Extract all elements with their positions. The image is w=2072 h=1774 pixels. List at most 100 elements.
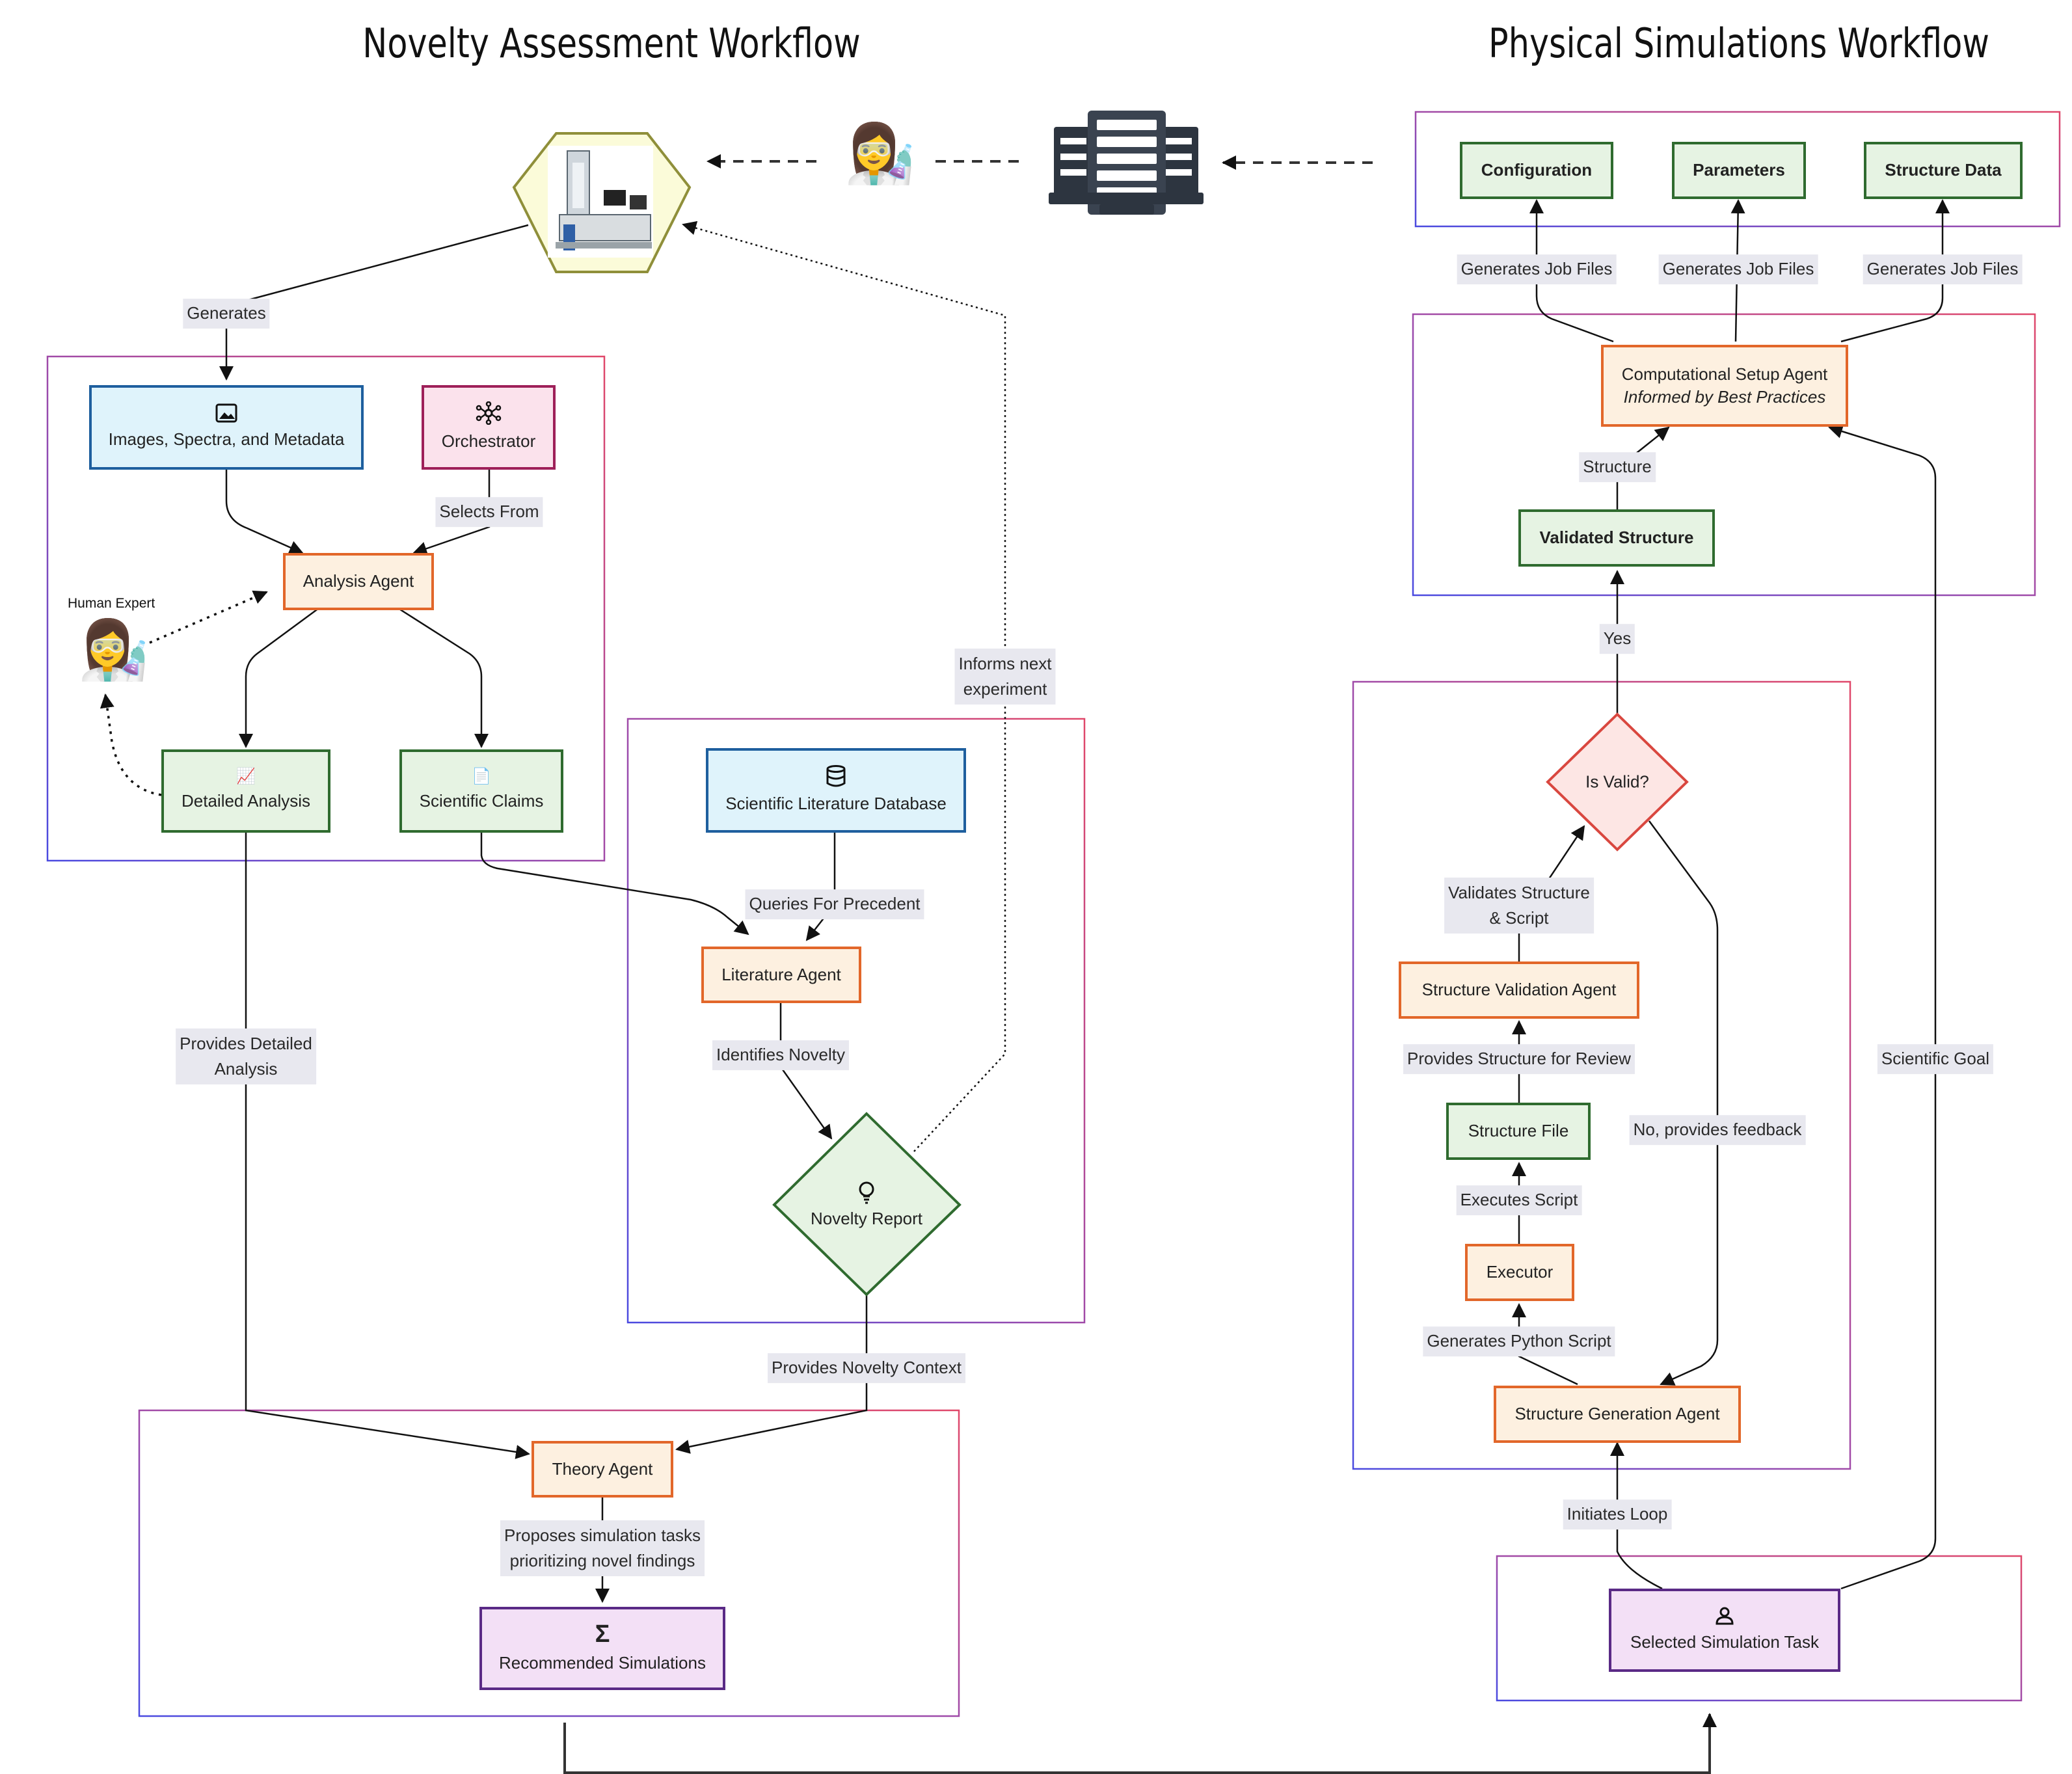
scientific-claims-label: Scientific Claims [419,791,544,811]
structure-file-node[interactable]: Structure File [1446,1103,1591,1160]
edge-isvalid-no-feedback [1648,820,1719,1386]
edge-claims-to-literature [480,831,749,935]
executor-label: Executor [1486,1262,1554,1282]
label-yes: Yes [1599,624,1635,654]
label-provides-structure-for-review: Provides Structure for Review [1403,1044,1635,1074]
theory-agent-node[interactable]: Theory Agent [531,1441,673,1498]
title-novelty-assessment: Novelty Assessment Workflow [362,20,861,67]
configuration-node[interactable]: Configuration [1460,142,1613,199]
edge-literature-to-novelty [779,1003,833,1140]
structure-data-node[interactable]: Structure Data [1864,142,2023,199]
scientist-emoji: 👩‍🔬 [844,121,916,185]
executor-node[interactable]: Executor [1465,1244,1574,1301]
line-chart-icon: 📈 [236,768,256,786]
label-initiates-loop: Initiates Loop [1563,1499,1672,1529]
label-generates-job-files-1: Generates Job Files [1457,254,1617,284]
orchestrator-label: Orchestrator [441,431,536,451]
structure-generation-agent-node[interactable]: Structure Generation Agent [1494,1386,1741,1443]
edge-setup-to-configuration [1529,199,1614,343]
detailed-analysis-label: Detailed Analysis [182,791,310,811]
edge-novelty-to-theory [675,1295,868,1454]
images-spectra-metadata-label: Images, Spectra, and Metadata [108,429,345,450]
literature-database-label: Scientific Literature Database [725,794,947,814]
edge-analysis-to-detailed [239,607,319,748]
server-rack-icon [1049,111,1204,215]
edge-task-scientific-goal [1828,424,1937,1590]
structure-validation-agent-label: Structure Validation Agent [1421,980,1617,1000]
edge-detailed-to-theory [245,831,530,1459]
edge-setup-to-structuredata [1840,199,1950,343]
recommended-simulations-node[interactable]: Σ Recommended Simulations [479,1607,725,1690]
edge-detailed-to-expert [100,693,162,796]
label-selects-from: Selects From [435,497,543,527]
label-generates: Generates [183,299,270,329]
parameters-node[interactable]: Parameters [1672,142,1806,199]
database-icon [826,765,846,787]
computational-setup-agent-label: Computational Setup Agent [1621,364,1828,384]
label-identifies-novelty: Identifies Novelty [712,1040,849,1070]
parameters-label: Parameters [1693,160,1785,180]
selected-simulation-task-node[interactable]: Selected Simulation Task [1609,1589,1840,1672]
edge-recommended-to-selected-task [563,1713,1717,1774]
human-expert-emoji: 👩‍🔬 [78,617,150,682]
human-expert-label: Human Expert [68,596,155,611]
scientific-claims-node[interactable]: 📄 Scientific Claims [399,749,563,833]
structure-file-label: Structure File [1468,1121,1569,1141]
recommended-simulations-label: Recommended Simulations [499,1653,706,1673]
validated-structure-label: Validated Structure [1539,528,1694,548]
novelty-report-diamond [772,1112,962,1297]
label-scientific-goal: Scientific Goal [1877,1044,1994,1074]
is-valid-label[interactable]: Is Valid? [1585,772,1649,792]
label-generates-job-files-2: Generates Job Files [1658,254,1818,284]
orchestrator-node[interactable]: Orchestrator [422,385,556,470]
image-icon [215,403,237,423]
edge-orchestrator-to-analysis [412,467,491,556]
theory-agent-label: Theory Agent [552,1458,653,1479]
validated-structure-node[interactable]: Validated Structure [1518,509,1715,567]
edge-images-to-analysis [225,467,304,554]
group-frame-validation-loop [1352,680,1851,1470]
edge-expert-to-analysis [149,590,268,644]
computational-setup-agent-sublabel: Informed by Best Practices [1623,387,1826,407]
user-icon [1715,1607,1734,1625]
literature-agent-node[interactable]: Literature Agent [701,947,861,1003]
label-generates-python-script: Generates Python Script [1423,1326,1615,1356]
literature-database-node[interactable]: Scientific Literature Database [706,748,966,833]
group-frame-setup [1412,313,2036,597]
edge-analysis-to-claims [397,607,489,748]
network-hub-icon [476,401,502,425]
is-valid-diamond [1546,712,1689,852]
label-generates-job-files-3: Generates Job Files [1863,254,2023,284]
label-validates-structure-script: Validates Structure& Script [1444,878,1594,934]
document-icon: 📄 [472,768,491,786]
selected-simulation-task-label: Selected Simulation Task [1630,1632,1819,1652]
novelty-report-label: Novelty Report [811,1209,922,1228]
group-frame-theory [138,1409,960,1717]
detailed-analysis-node[interactable]: 📈 Detailed Analysis [161,749,330,833]
computational-setup-agent-node[interactable]: Computational Setup Agent Informed by Be… [1601,345,1848,427]
label-no-provides-feedback: No, provides feedback [1629,1115,1806,1145]
title-physical-simulations: Physical Simulations Workflow [1488,20,1989,67]
group-frame-analysis [46,355,606,862]
microscope-icon [548,146,653,258]
label-queries-for-precedent: Queries For Precedent [745,889,924,919]
label-provides-novelty-context: Provides Novelty Context [768,1353,965,1383]
sigma-icon: Σ [595,1620,610,1648]
analysis-agent-label: Analysis Agent [303,571,414,591]
novelty-report-content[interactable]: Novelty Report [811,1181,922,1229]
group-frame-literature [626,718,1086,1324]
label-executes-script: Executes Script [1456,1185,1582,1215]
label-structure: Structure [1579,452,1656,482]
structure-generation-agent-label: Structure Generation Agent [1514,1404,1720,1424]
analysis-agent-node[interactable]: Analysis Agent [283,553,434,610]
images-spectra-metadata-node[interactable]: Images, Spectra, and Metadata [89,385,364,470]
structure-validation-agent-node[interactable]: Structure Validation Agent [1399,961,1639,1019]
edge-task-initiates-loop [1610,1442,1663,1590]
lightbulb-icon [859,1181,874,1204]
group-frame-task [1496,1555,2023,1702]
